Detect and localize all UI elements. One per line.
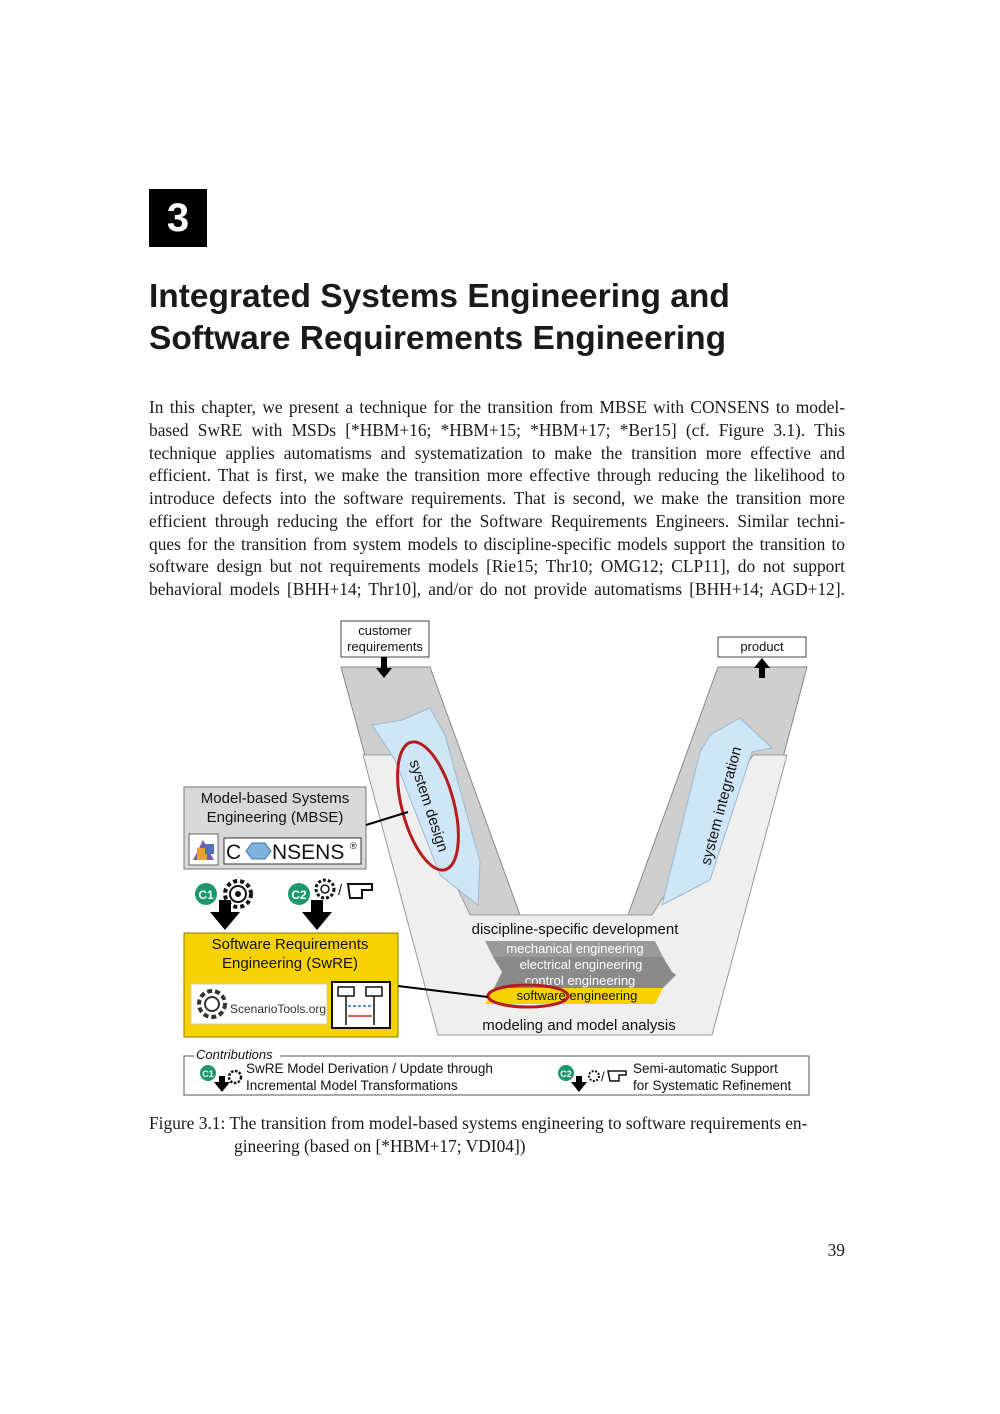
c2-badge (288, 883, 310, 905)
contributions-legend-box (183, 1055, 810, 1096)
customer-down-arrow (376, 657, 392, 678)
chapter-number-box: 3 (149, 189, 207, 247)
c2-label: C2 (291, 888, 307, 902)
software-engineering-band (485, 988, 663, 1004)
consens-hexagon-icon (245, 842, 272, 860)
consens-logo-text-rest: NSENS (272, 841, 344, 864)
system-integration-arrow (661, 717, 774, 906)
mechanical-engineering-band (485, 941, 663, 957)
legend-title-backdrop (194, 1048, 280, 1062)
customer-requirements-label-2: requirements (347, 639, 423, 654)
customer-requirements-label-1: customer (358, 623, 412, 638)
paragraph-line: technique applies automatisms and system… (149, 442, 845, 463)
legend-gear-icon (588, 1070, 600, 1082)
c1-badge (195, 883, 217, 905)
legend-pointing-hand-icon (607, 1070, 627, 1082)
legend-c1-label: C1 (202, 1069, 214, 1079)
paragraph-line: based SwRE with MSDs [*HBM+16; *HBM+15; … (149, 419, 845, 440)
paragraph-line: efficient. That is first, we make the tr… (149, 465, 845, 486)
product-up-arrow (754, 658, 770, 678)
product-label: product (740, 639, 784, 654)
swre-label-2: Engineering (SwRE) (222, 955, 358, 972)
scenariotools-gear-icon (197, 989, 227, 1019)
paragraph-line: efficient through reducing the effort fo… (149, 510, 845, 531)
consens-logo-text: C (226, 841, 241, 864)
paragraph-line: introduce defects into the software requ… (149, 488, 845, 508)
gear-icon (223, 879, 253, 909)
chapter-title-line-2: Software Requirements Engineering (149, 320, 727, 357)
registered-mark: ® (350, 841, 357, 851)
mechanical-engineering-label: mechanical engineering (506, 941, 643, 956)
paragraph-line: In this chapter, we present a technique … (149, 397, 845, 417)
paragraph-line: ques for the transition from system mode… (149, 533, 845, 554)
contribution-c2-line-2: for Systematic Refinement (633, 1078, 792, 1093)
intro-paragraph: In this chapter, we present a technique … (149, 396, 845, 601)
mbse-label-1: Model-based Systems (201, 790, 349, 807)
legend-c2-badge (558, 1065, 574, 1081)
swre-label-1: Software Requirements (212, 936, 369, 953)
gear-icon (314, 878, 336, 900)
c2-down-arrow (302, 900, 332, 930)
figure-caption: Figure 3.1: The transition from model-ba… (149, 1112, 849, 1157)
chapter-number: 3 (166, 195, 190, 240)
modeling-label: modeling and model analysis (482, 1017, 675, 1034)
caption-line-1: Figure 3.1: The transition from model-ba… (149, 1113, 808, 1133)
legend-c2-slash: / (601, 1069, 605, 1084)
paragraph-line: behavioral models [BHH+14; Thr10], and/o… (149, 579, 845, 599)
legend-c2-label: C2 (560, 1069, 572, 1079)
c1-down-arrow (210, 900, 240, 930)
caption-line-2: gineering (based on [*HBM+17; VDI04]) (234, 1135, 526, 1156)
mbse-label-2: Engineering (MBSE) (207, 809, 344, 826)
contribution-c2-line-1: Semi-automatic Support (633, 1061, 778, 1076)
electrical-engineering-band (493, 957, 672, 972)
page-number: 39 (827, 1240, 845, 1260)
c1-label: C1 (198, 888, 214, 902)
legend-gear-icon (227, 1069, 243, 1085)
pointing-hand-icon (346, 883, 373, 899)
paragraph-line: software design but not requirements mod… (149, 556, 845, 577)
c2-slash: / (338, 882, 343, 899)
mbse-connector (365, 811, 409, 826)
contributions-title: Contributions (196, 1047, 273, 1062)
legend-c2-down-arrow (571, 1076, 587, 1092)
product-box (717, 636, 807, 658)
chapter-title-line-1: Integrated Systems Engineering and (149, 278, 730, 315)
control-engineering-label: control engineering (525, 973, 636, 988)
msd-lifeline-box (337, 986, 355, 997)
legend-c1-badge (200, 1065, 216, 1081)
legend-c1-down-arrow (214, 1076, 230, 1092)
msd-lifeline-box (365, 986, 383, 997)
contribution-c1-line-2: Incremental Model Transformations (246, 1078, 458, 1093)
software-engineering-label: software engineering (517, 988, 638, 1003)
discipline-specific-label: discipline-specific development (472, 921, 680, 938)
mbse-cube-icon (188, 833, 219, 866)
electrical-engineering-label: electrical engineering (520, 957, 643, 972)
swre-connector (397, 985, 489, 998)
chapter-title: Integrated Systems Engineering and Softw… (149, 276, 869, 360)
scenariotools-logo-text: ScenarioTools.org (230, 1002, 326, 1016)
contribution-c1-line-1: SwRE Model Derivation / Update through (246, 1061, 493, 1076)
